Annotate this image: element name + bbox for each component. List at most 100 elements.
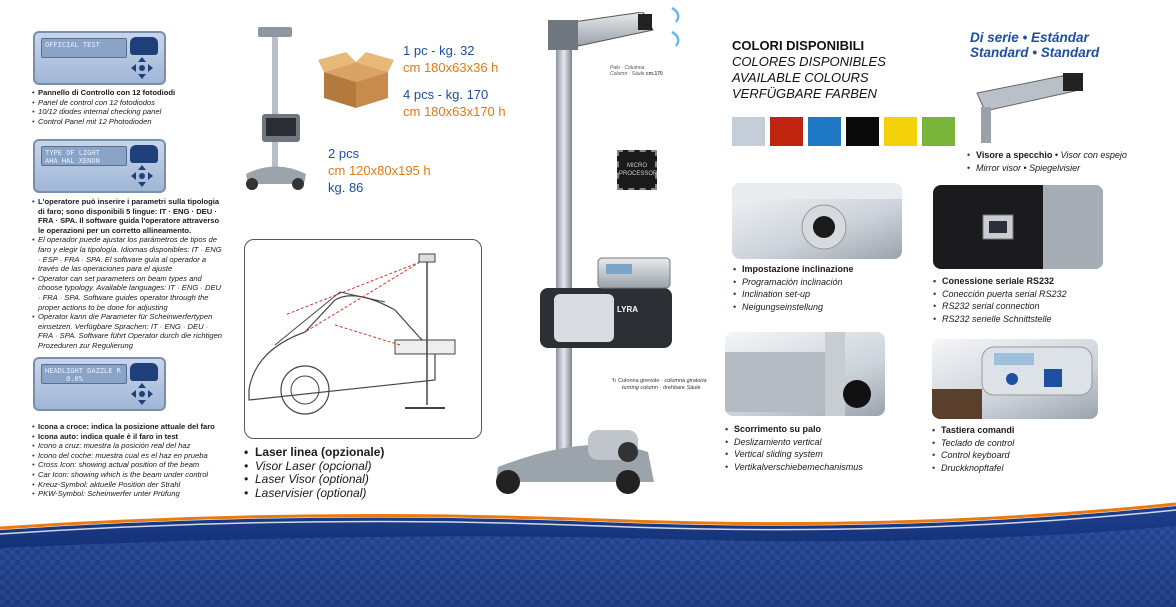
visor-es: Visor con espejo	[1060, 150, 1127, 160]
cross-icon	[131, 57, 153, 79]
colors-title-it: COLORI DISPONIBILI	[732, 38, 865, 53]
cross-icon	[131, 383, 153, 405]
microprocessor-chip-icon: MICRO PROCESSOR	[617, 150, 657, 190]
text-line: Kreuz-Symbol: aktuelle Position der Stra…	[32, 480, 222, 490]
inclination-de: Neigungseinstellung	[733, 301, 854, 314]
keyboard-es: Teclado de control	[932, 437, 1014, 450]
text-line: Icono del coche: muestra cual es el haz …	[32, 451, 222, 461]
laser-diagram-frame	[244, 239, 482, 439]
chip-label-2: PROCESSOR	[619, 171, 658, 177]
visor-it: Visore a specchio	[976, 150, 1053, 160]
packaging-single-qty: 1 pc - kg. 32	[403, 43, 475, 58]
text-line: Icono a cruz: muestra la posición real d…	[32, 441, 222, 451]
text-line: 10/12 diodes internal checking panel	[32, 107, 222, 117]
packaging-single: 1 pc - kg. 32 cm 180x63x36 h	[403, 42, 498, 76]
inclination-knob-photo	[732, 183, 902, 259]
footer-swoosh-band	[0, 502, 1176, 607]
small-stand-image	[246, 27, 306, 190]
laser-option-list: Laser linea (opzionale) Visor Laser (opc…	[244, 445, 424, 501]
inclination-it: Impostazione inclinazione	[733, 263, 854, 276]
pole-note-line1: Palo · Columna	[610, 65, 645, 71]
text-line: Cross Icon: showing actual position of t…	[32, 460, 222, 470]
laser-item: Laser linea (opzionale)	[244, 445, 424, 460]
text-line: Pannello di Controllo con 12 fotodiodi	[32, 88, 222, 98]
rotation-note-italic: columna giratoria	[664, 378, 707, 384]
laser-item: Laservisier (optional)	[244, 486, 424, 501]
colors-title-de: VERFÜGBARE FARBEN	[732, 86, 877, 101]
keyboard-en: Control keyboard	[932, 449, 1014, 462]
lcd-display: OFFICIAL TEST	[41, 38, 127, 58]
sliding-feature-list: Scorrimento su palo Deslizamiento vertic…	[725, 423, 863, 473]
box-icon	[318, 52, 394, 108]
car-icon	[130, 363, 158, 381]
packaging-pair-size: cm 120x80x195 h	[328, 163, 431, 178]
pole-note: Palo · Columna Column · Säule cm.170	[610, 65, 663, 77]
sliding-es: Deslizamiento vertical	[725, 436, 863, 449]
packaging-multi-qty: 4 pcs - kg. 170	[403, 87, 489, 102]
standard-heading: Di serie • Estándar Standard • Standard	[970, 30, 1099, 60]
serial-en: RS232 serial connection	[933, 300, 1067, 313]
serial-de: RS232 serielle Schnittstelle	[933, 313, 1067, 326]
text-line: Car Icon: showing which is the beam unde…	[32, 470, 222, 480]
colors-title-en: AVAILABLE COLOURS	[732, 70, 869, 85]
packaging-multi: 4 pcs - kg. 170 cm 180x63x170 h	[403, 86, 506, 120]
lcd-display: TYPE OF LIGHT AHA HAL XENON	[41, 146, 127, 166]
serial-it: Conessione seriale RS232	[933, 275, 1067, 288]
pole-note-line2: Column · Säule	[610, 71, 645, 77]
color-swatch-yellow	[884, 117, 917, 146]
rotation-note-line1: Colonna girevole ·	[618, 378, 663, 384]
laser-item: Laser Visor (optional)	[244, 472, 424, 487]
text-line: L'operatore può inserire i parametri sul…	[32, 197, 222, 235]
packaging-pair-weight: kg. 86	[328, 180, 364, 195]
mirror-visor-photo	[957, 67, 1105, 143]
sliding-en: Vertical sliding system	[725, 448, 863, 461]
visor-feature-list: Visore a specchio • Visor con espejo Mir…	[967, 149, 1127, 174]
color-swatch-blue	[808, 117, 841, 146]
sliding-it: Scorrimento su palo	[725, 423, 863, 436]
visor-en: Mirror visor	[976, 162, 1021, 173]
sliding-de: Vertikalverschiebemechanismus	[725, 461, 863, 474]
text-line: PKW-Symbol: Scheinwerfer unter Prüfung	[32, 489, 222, 499]
control-panel-image-1: OFFICIAL TEST	[33, 31, 166, 85]
inclination-en: Inclination set-up	[733, 288, 854, 301]
text-line: Control Panel mit 12 Photodioden	[32, 117, 222, 127]
chip-label: MICRO	[627, 163, 647, 169]
control-panel-text-1: Pannello di Controllo con 12 fotodiodi P…	[32, 88, 222, 126]
inclination-es: Programación inclinación	[733, 276, 854, 289]
vertical-slide-photo	[725, 332, 885, 416]
laser-item: Visor Laser (opcional)	[244, 459, 424, 474]
color-swatch-green	[922, 117, 955, 146]
control-panel-text-3: Icona a croce: indica la posizione attua…	[32, 422, 222, 499]
serial-feature-list: Conessione seriale RS232 Conección puert…	[933, 275, 1067, 325]
control-panel-image-2: TYPE OF LIGHT AHA HAL XENON	[33, 139, 166, 193]
inclination-feature-list: Impostazione inclinazione Programación i…	[733, 263, 854, 313]
car-laser-illustration	[248, 253, 456, 415]
text-line: Icona a croce: indica la posizione attua…	[32, 422, 222, 432]
keyboard-it: Tastiera comandi	[932, 424, 1014, 437]
rotate-arrows-icon	[671, 6, 680, 47]
rotation-note-line2: turning column · drehbare Säule	[622, 385, 701, 391]
control-panel-text-2: L'operatore può inserire i parametri sul…	[32, 197, 222, 351]
keyboard-de: Druckknopftafel	[932, 462, 1014, 475]
text-line: Panel de control con 12 fotodiodos	[32, 98, 222, 108]
standard-line1: Di serie • Estándar	[970, 30, 1089, 45]
car-icon	[130, 37, 158, 55]
pole-height: cm.170	[645, 71, 663, 77]
rotation-note: ↻ Colonna girevole · columna giratoria t…	[612, 378, 707, 391]
packaging-pair-qty: 2 pcs	[328, 146, 360, 161]
packaging-single-size: cm 180x63x36 h	[403, 60, 499, 75]
packaging-pair: 2 pcs cm 120x80x195 h kg. 86	[328, 145, 431, 196]
colors-title-es: COLORES DISPONIBLES	[732, 54, 886, 69]
text-line: Operator can set parameters on beam type…	[32, 274, 222, 312]
brand-label: LYRA	[617, 305, 639, 314]
color-swatch-grey	[732, 117, 765, 146]
packaging-multi-size: cm 180x63x170 h	[403, 104, 506, 119]
text-line: Operator kann die Parameter für Scheinwe…	[32, 312, 222, 350]
cross-icon	[131, 165, 153, 187]
serial-es: Conección puerta serial RS232	[933, 288, 1067, 301]
visor-de: Spiegelvisier	[1029, 162, 1081, 173]
control-keyboard-photo	[932, 339, 1098, 419]
lcd-display: HEADLIGHT DAZZLE R 0.0%	[41, 364, 127, 384]
headlight-tester-machine-image	[496, 12, 672, 494]
rs232-port-photo	[933, 185, 1103, 269]
